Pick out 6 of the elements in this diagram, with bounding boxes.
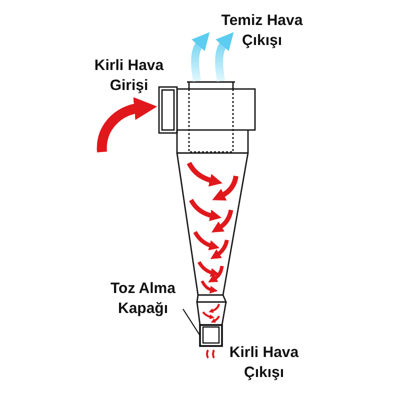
- dust-cap: [199, 324, 223, 347]
- leader-line: [182, 308, 200, 336]
- label-text: Temiz Hava Çıkışı: [220, 11, 304, 51]
- label-text: Kirli Hava Girişi: [93, 56, 165, 96]
- label-text: Kirli Hava Çıkışı: [228, 343, 300, 383]
- callout-label: Toz Alma Kapağı: [104, 279, 182, 319]
